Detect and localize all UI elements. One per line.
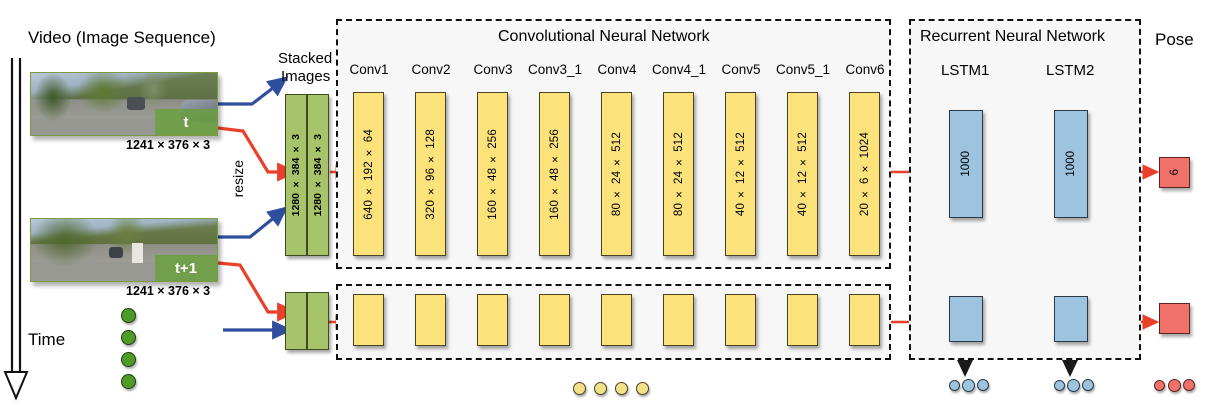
stacked-channel-a: 1280 × 384 × 3 xyxy=(285,94,307,256)
stacked-images-label-line2: Images xyxy=(281,68,331,85)
conv-block-shape: 160 × 48 × 256 xyxy=(548,128,561,220)
conv-layer-name-conv5: Conv5 xyxy=(721,62,761,77)
conv-block-conv4[interactable]: 80 × 24 × 512 xyxy=(601,92,632,256)
frame-tplus1-dimensions: 1241 × 376 × 3 xyxy=(126,284,211,298)
stacked-images-label-line1: Stacked xyxy=(278,50,333,67)
conv-block-shape: 80 × 24 × 512 xyxy=(610,131,623,217)
conv-layer-name-conv4_1: Conv4_1 xyxy=(651,62,707,77)
pose-section-label: Pose xyxy=(1155,30,1194,49)
frame-t-to-stacked-arrow xyxy=(218,76,289,106)
lstm2-units: 1000 xyxy=(1065,151,1077,177)
conv-block-shape: 640 × 192 × 64 xyxy=(362,128,375,220)
pose-output-top[interactable]: 6 xyxy=(1159,157,1190,188)
time-axis-label: Time xyxy=(28,330,66,349)
lstm1-units: 1000 xyxy=(960,151,972,177)
lstm1-block-top[interactable]: 1000 xyxy=(949,110,983,218)
stacked-channel-a-row2 xyxy=(285,292,307,350)
conv-block-conv6[interactable]: 20 × 6 × 1024 xyxy=(849,92,880,256)
lstm1-continuation-dot xyxy=(949,380,960,391)
lstm2-continuation-dot xyxy=(1082,379,1094,391)
lstm1-block-bottom[interactable] xyxy=(949,296,983,342)
conv-block-shape: 160 × 48 × 256 xyxy=(486,128,499,220)
conv-block-conv1[interactable]: 640 × 192 × 64 xyxy=(353,92,384,256)
pose-output-value: 6 xyxy=(1168,169,1181,176)
conv-layer-name-conv3_1: Conv3_1 xyxy=(527,62,583,77)
lstm2-label: LSTM2 xyxy=(1046,62,1095,79)
conv-layer-name-conv1: Conv1 xyxy=(349,62,389,77)
conv-block-conv3[interactable]: 160 × 48 × 256 xyxy=(477,92,508,256)
conv-block-shape: 320 × 96 × 128 xyxy=(424,128,437,220)
conv-layer-name-conv5_1: Conv5_1 xyxy=(775,62,831,77)
video-section-label: Video (Image Sequence) xyxy=(28,28,216,47)
lstm1-continuation-dot xyxy=(962,379,975,392)
conv-block-shape: 20 × 6 × 1024 xyxy=(858,131,871,217)
conv-block-conv3_1[interactable]: 160 × 48 × 256 xyxy=(539,92,570,256)
conv-block-conv4_1[interactable]: 80 × 24 × 512 xyxy=(663,92,694,256)
conv-block-shape: 40 × 12 × 512 xyxy=(734,131,747,217)
conv-block-row2-conv4_1[interactable] xyxy=(663,294,694,346)
lstm2-block-bottom[interactable] xyxy=(1054,296,1088,342)
lstm2-continuation-dot xyxy=(1054,380,1065,391)
conv-block-row2-conv3[interactable] xyxy=(477,294,508,346)
conv-block-row2-conv6[interactable] xyxy=(849,294,880,346)
stacked-channel-b-row2 xyxy=(307,292,329,350)
time-continuation-dot xyxy=(121,308,136,323)
conv-block-conv5[interactable]: 40 × 12 × 512 xyxy=(725,92,756,256)
conv-block-conv5_1[interactable]: 40 × 12 × 512 xyxy=(787,92,818,256)
lstm1-continuation-dot xyxy=(977,379,989,391)
conv-block-row2-conv5[interactable] xyxy=(725,294,756,346)
conv-block-shape: 80 × 24 × 512 xyxy=(672,131,685,217)
frame-tplus1-badge: t+1 xyxy=(155,255,217,281)
pose-continuation-dot xyxy=(1154,380,1165,391)
pose-output-bottom[interactable] xyxy=(1159,303,1190,334)
cnn-continuation-dot xyxy=(594,382,607,395)
conv-block-row2-conv3_1[interactable] xyxy=(539,294,570,346)
conv-layer-name-conv3: Conv3 xyxy=(473,62,513,77)
frame-tp1-to-stack-row2-arrow xyxy=(217,261,298,322)
cnn-continuation-dot xyxy=(615,382,628,395)
video-frame-t[interactable]: t xyxy=(30,72,218,136)
stacked-channel-b: 1280 × 384 × 3 xyxy=(307,94,329,256)
stacked-channel-b-label: 1280 × 384 × 3 xyxy=(312,133,324,217)
conv-layer-name-conv4: Conv4 xyxy=(597,62,637,77)
lstm2-block-top[interactable]: 1000 xyxy=(1054,110,1088,218)
time-continuation-dot xyxy=(121,374,136,389)
time-continuation-dot xyxy=(121,330,136,345)
video-frame-tplus1[interactable]: t+1 xyxy=(30,218,218,282)
rnn-group-title: Recurrent Neural Network xyxy=(920,28,1105,45)
cnn-continuation-dot xyxy=(573,382,586,395)
rnn-group-frame xyxy=(909,19,1141,360)
stacked-images-block-row2[interactable] xyxy=(285,292,329,350)
frame-t-badge: t xyxy=(155,109,217,135)
conv-block-conv2[interactable]: 320 × 96 × 128 xyxy=(415,92,446,256)
time-continuation-dot xyxy=(121,352,136,367)
pose-continuation-dot xyxy=(1168,379,1181,392)
conv-layer-name-conv2: Conv2 xyxy=(411,62,451,77)
conv-block-row2-conv4[interactable] xyxy=(601,294,632,346)
cnn-continuation-dot xyxy=(636,382,649,395)
stacked-channel-a-label: 1280 × 384 × 3 xyxy=(290,133,302,217)
conv-layer-name-conv6: Conv6 xyxy=(845,62,885,77)
lstm1-label: LSTM1 xyxy=(941,62,990,79)
conv-block-row2-conv2[interactable] xyxy=(415,294,446,346)
time-axis-arrow xyxy=(3,58,29,401)
cnn-group-title: Convolutional Neural Network xyxy=(498,28,710,45)
conv-block-row2-conv1[interactable] xyxy=(353,294,384,346)
frame-tp1-to-stacked-arrow xyxy=(218,206,289,239)
pose-continuation-dot xyxy=(1183,379,1195,391)
conv-block-row2-conv5_1[interactable] xyxy=(787,294,818,346)
stacked-images-block-row1[interactable]: 1280 × 384 × 3 1280 × 384 × 3 xyxy=(285,94,329,256)
lstm2-continuation-dot xyxy=(1067,379,1080,392)
resize-label: resize xyxy=(230,160,246,198)
conv-block-shape: 40 × 12 × 512 xyxy=(796,131,809,217)
frame-t-dimensions: 1241 × 376 × 3 xyxy=(126,138,211,152)
